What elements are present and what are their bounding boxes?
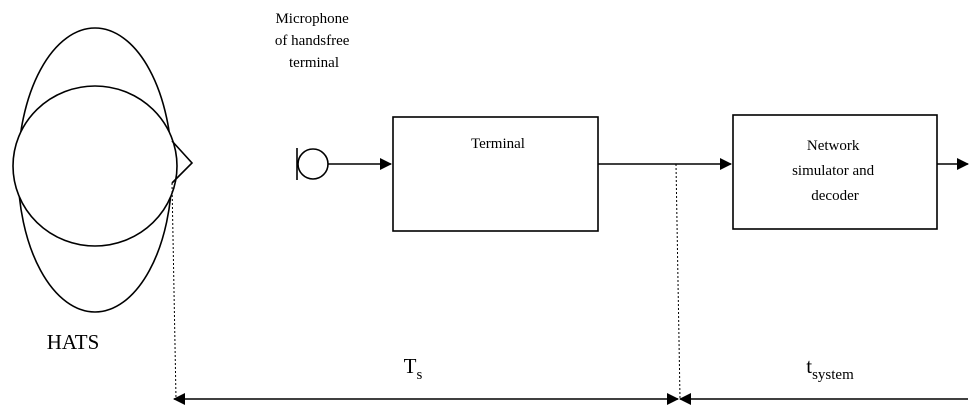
terminal-label: Terminal	[471, 136, 525, 152]
terminal-box	[392, 116, 599, 232]
network-simulator-label: Network simulator and decoder	[792, 138, 878, 204]
microphone-icon	[296, 148, 329, 180]
microphone-label-line3: terminal	[289, 55, 339, 71]
microphone-label-line2: of handsfree	[275, 33, 350, 49]
network-simulator-box	[732, 114, 938, 230]
microphone-label-line1: Microphone	[275, 11, 349, 27]
network-label-line2: simulator and	[792, 163, 875, 179]
mouth-reference-dotted-line	[171, 182, 177, 400]
ts-label: Ts	[404, 354, 423, 383]
terminal-output-reference-dotted-line	[675, 163, 681, 400]
tsystem-label: tsystem	[806, 354, 854, 383]
ts-label-main: T	[404, 354, 417, 378]
network-label-line3: decoder	[811, 188, 858, 204]
hats-label: HATS	[47, 330, 100, 354]
ts-label-subscript: s	[416, 367, 422, 383]
tsystem-label-main: t	[806, 354, 812, 378]
network-label-line1: Network	[807, 138, 860, 154]
tsystem-label-subscript: system	[812, 367, 854, 383]
microphone-label: Microphone of handsfree terminal	[275, 11, 353, 71]
hats-head-icon	[12, 27, 194, 313]
